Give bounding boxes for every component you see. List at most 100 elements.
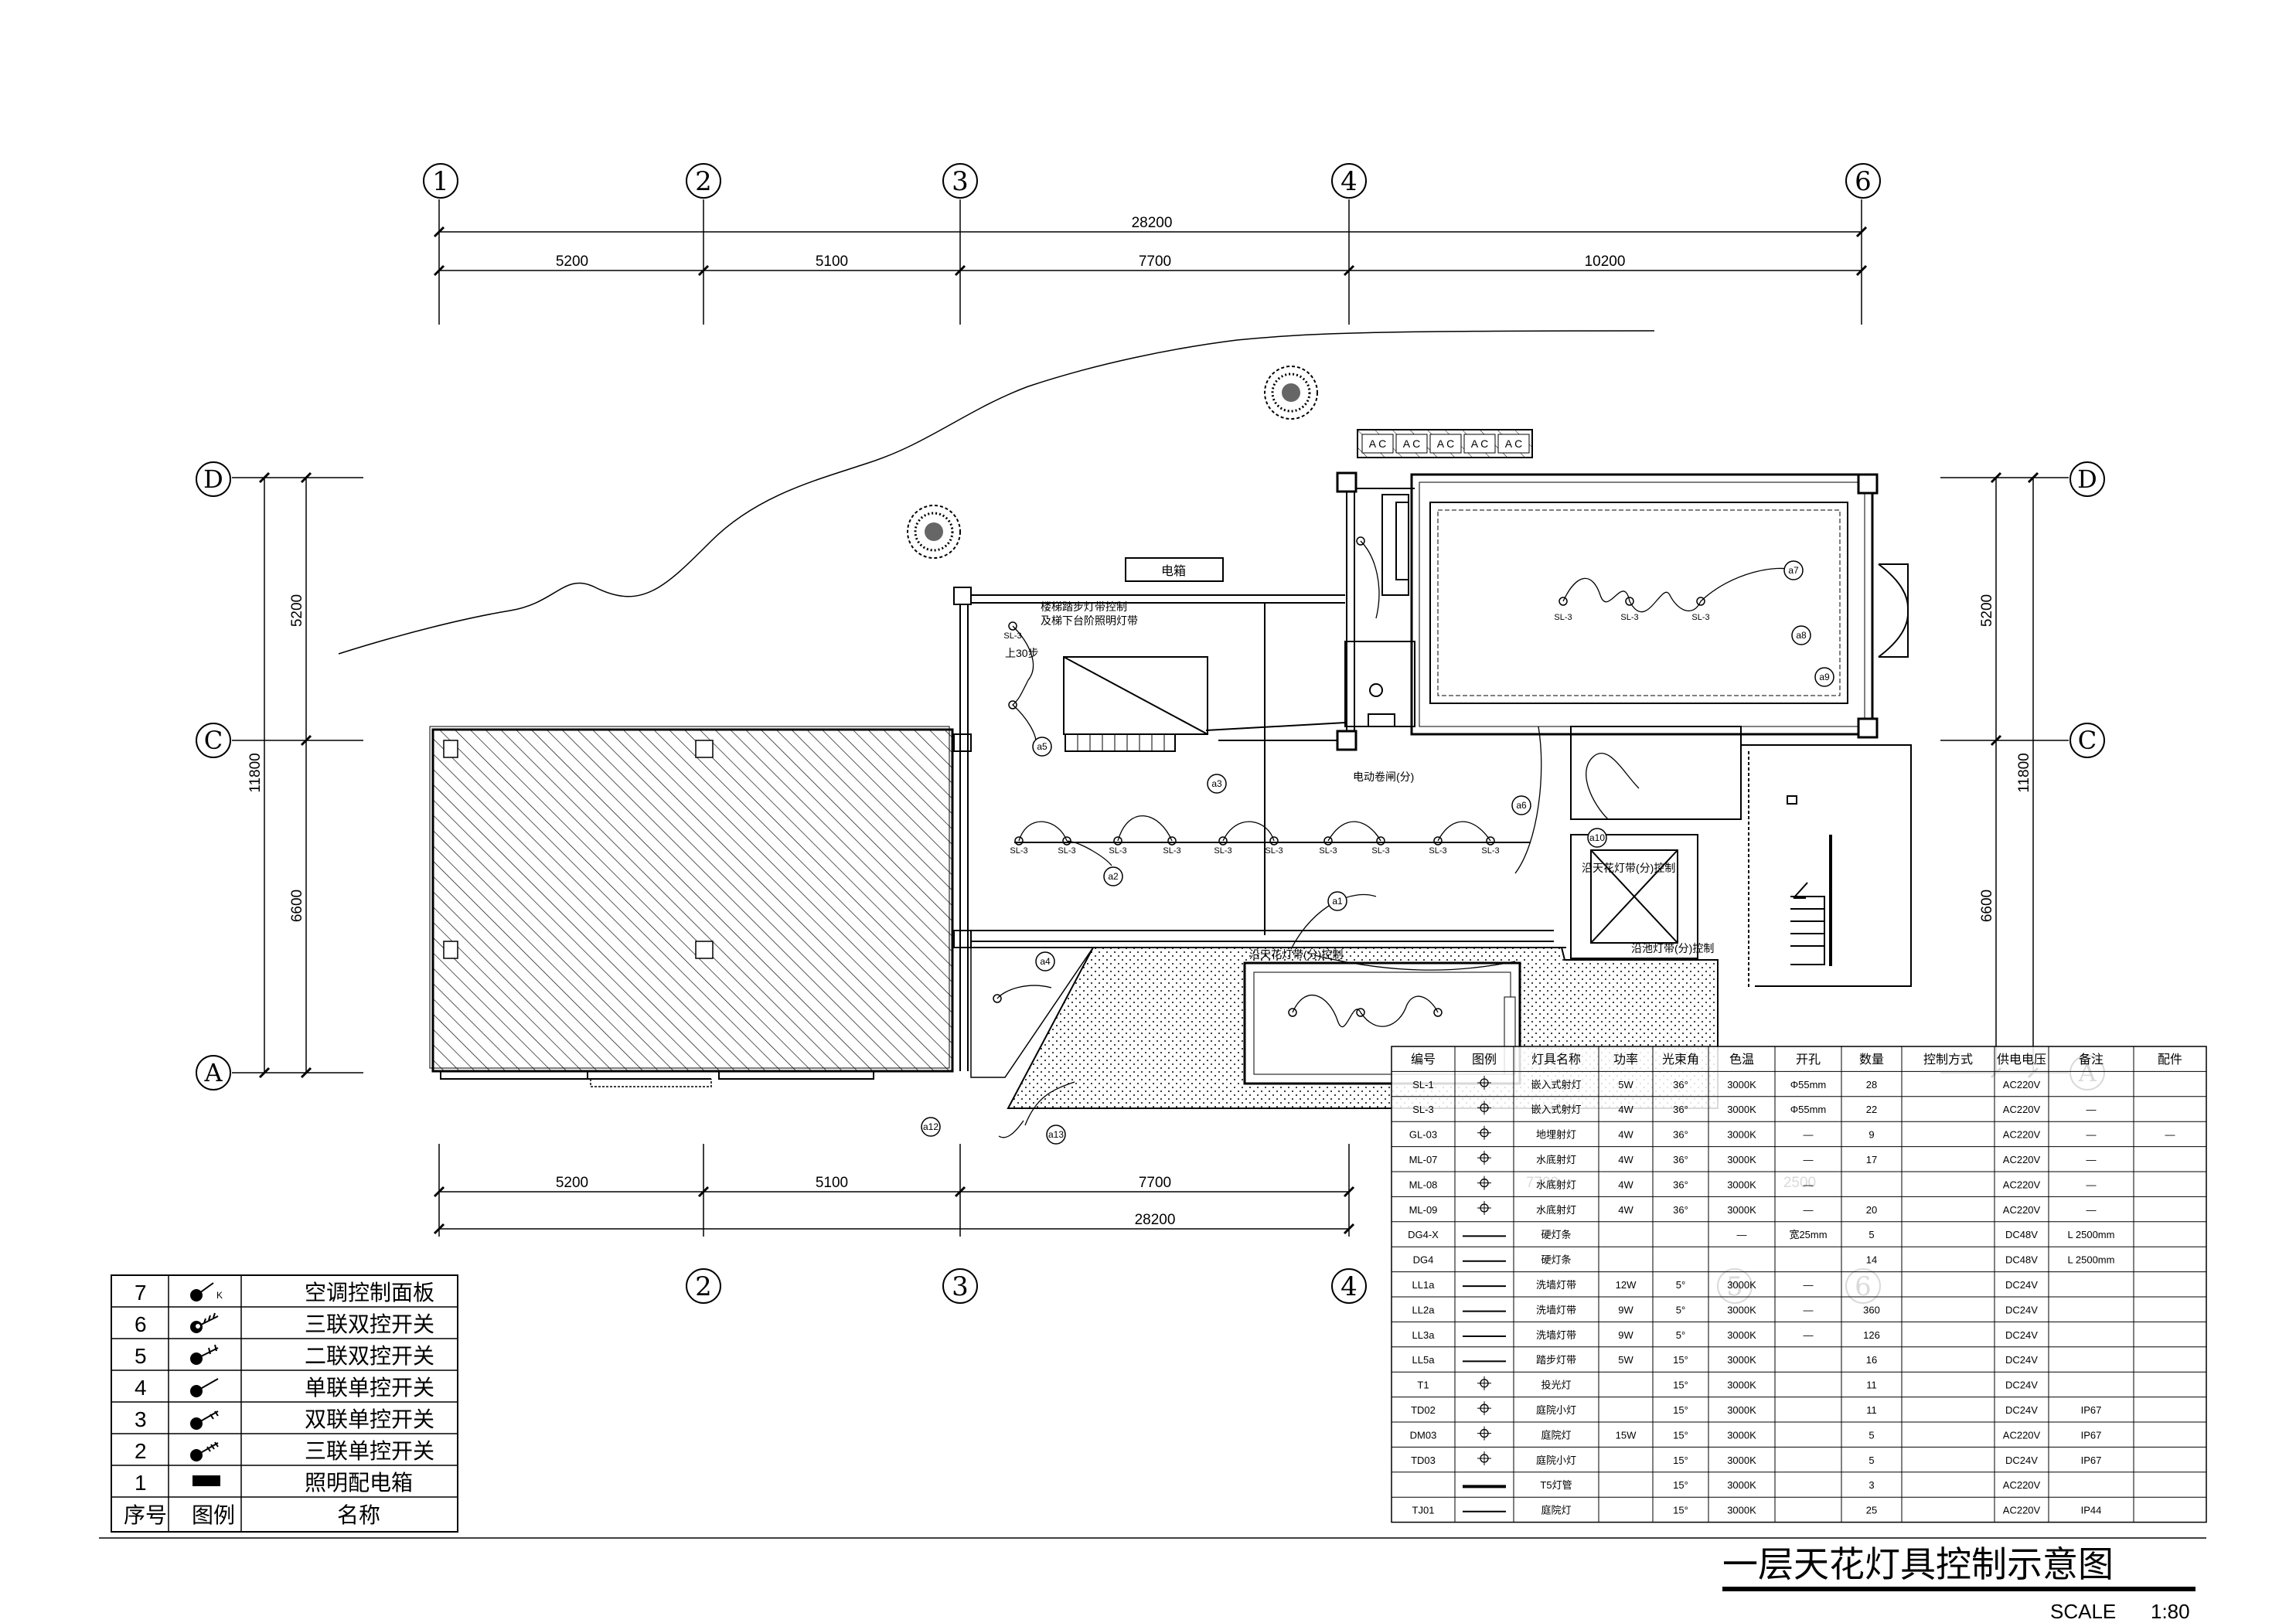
schedule-cell: 硬灯条: [1541, 1254, 1571, 1266]
schedule-cell: LL1a: [1412, 1279, 1436, 1291]
legend-name-2: 三联单控开关: [305, 1439, 434, 1463]
distribution-box-icon: [192, 1475, 220, 1486]
circuit-a2: a2: [1103, 866, 1123, 886]
schedule-cell: SL-1: [1412, 1079, 1433, 1091]
schedule-cell: T5灯管: [1540, 1479, 1572, 1491]
ac-panel-icon: K: [190, 1282, 223, 1301]
schedule-cell: 3000K: [1727, 1455, 1756, 1466]
legend-name-3: 双联单控开关: [305, 1407, 434, 1431]
svg-text:D: D: [2077, 464, 2097, 494]
schedule-cell: L 2500mm: [2068, 1229, 2115, 1240]
grid-bubble-1: 1: [423, 163, 458, 199]
schedule-header-cell: 编号: [1411, 1053, 1436, 1067]
schedule-cell: —: [1804, 1179, 1814, 1190]
svg-text:A C: A C: [1369, 437, 1387, 450]
schedule-header-cell: 光束角: [1662, 1053, 1699, 1067]
svg-text:a5: a5: [1037, 741, 1048, 752]
svg-text:SL-3: SL-3: [1003, 631, 1021, 641]
schedule-cell: 水底射灯: [1536, 1154, 1576, 1165]
fixture-symbol-icon: [1477, 1401, 1491, 1416]
fixture-symbol-icon: [1477, 1426, 1491, 1441]
svg-text:SL-3: SL-3: [1371, 846, 1389, 856]
schedule-cell: 15°: [1673, 1404, 1688, 1416]
schedule-cell: 16: [1866, 1354, 1877, 1366]
schedule-header-cell: 数量: [1859, 1053, 1884, 1067]
svg-text:SL-3: SL-3: [1163, 846, 1180, 856]
schedule-cell: 嵌入式射灯: [1531, 1104, 1581, 1115]
schedule-cell: 11: [1866, 1404, 1877, 1416]
wiring-lines: [996, 540, 1794, 1138]
legend-no-5: 5: [135, 1344, 147, 1368]
double-two-way-switch-icon: [190, 1344, 219, 1365]
schedule-cell: T1: [1417, 1380, 1429, 1391]
grid-bubble-4: 4: [1331, 163, 1367, 199]
schedule-cell: 20: [1866, 1204, 1877, 1216]
legend-name-6: 三联双控开关: [305, 1312, 434, 1336]
schedule-cell: 5: [1868, 1429, 1874, 1441]
svg-text:a1: a1: [1332, 896, 1343, 907]
svg-text:a7: a7: [1788, 565, 1799, 576]
schedule-cell: AC220V: [2003, 1479, 2041, 1491]
schedule-cell: 踏步灯带: [1536, 1354, 1576, 1366]
schedule-cell: —: [2165, 1129, 2175, 1141]
schedule-cell: 4W: [1618, 1204, 1633, 1216]
circuit-a9: a9: [1814, 667, 1834, 687]
schedule-cell: —: [1804, 1329, 1814, 1341]
svg-text:a9: a9: [1819, 672, 1830, 682]
schedule-cell: TJ01: [1412, 1505, 1435, 1516]
circuit-a13: a13: [1046, 1125, 1066, 1145]
circuit-a4: a4: [1035, 951, 1055, 971]
plan-note-3: 电动卷闸(分): [1353, 771, 1414, 783]
grid-bubble-C-left: C: [196, 723, 231, 758]
fixture-symbol-icon: [1477, 1125, 1491, 1140]
schedule-cell: 9: [1868, 1129, 1874, 1141]
svg-text:2: 2: [695, 166, 712, 197]
svg-text:SL-3: SL-3: [1620, 613, 1638, 622]
schedule-cell: AC220V: [2003, 1179, 2041, 1190]
schedule-cell: 36°: [1673, 1104, 1688, 1115]
schedule-cell: 11: [1866, 1380, 1877, 1391]
legend-no-4: 4: [135, 1376, 147, 1400]
schedule-cell: DC24V: [2005, 1404, 2038, 1416]
grid-bubble-4-bottom: 4: [1331, 1268, 1367, 1304]
legend-name-5: 二联双控开关: [305, 1344, 434, 1368]
corridor-band: [971, 930, 1566, 948]
schedule-header-cell: 控制方式: [1923, 1053, 1973, 1067]
svg-text:a12: a12: [923, 1121, 938, 1132]
schedule-cell: 3000K: [1727, 1380, 1756, 1391]
svg-text:A: A: [203, 1058, 223, 1087]
circuit-a12: a12: [921, 1117, 941, 1137]
svg-text:SL-3: SL-3: [1554, 613, 1572, 622]
schedule-cell: 3: [1868, 1479, 1874, 1491]
plan-note-1: 楼梯踏步灯带控制: [1041, 601, 1127, 613]
schedule-cell: SL-3: [1412, 1104, 1433, 1115]
schedule-cell: 洗墙灯带: [1536, 1304, 1576, 1315]
schedule-cell: Φ55mm: [1790, 1104, 1827, 1115]
schedule-cell: —: [1804, 1154, 1814, 1165]
svg-text:a2: a2: [1108, 871, 1119, 882]
triple-two-way-switch-icon: [190, 1312, 219, 1333]
schedule-cell: AC220V: [2003, 1429, 2041, 1441]
schedule-cell: 宽25mm: [1789, 1229, 1827, 1240]
schedule-cell: 36°: [1673, 1129, 1688, 1141]
schedule-cell: ML-09: [1409, 1204, 1438, 1216]
schedule-cell: 3000K: [1727, 1279, 1756, 1291]
schedule-cell: —: [2086, 1179, 2097, 1190]
right-span-2: 6600: [1979, 890, 1995, 922]
svg-text:SL-3: SL-3: [1319, 846, 1337, 856]
schedule-cell: 庭院小灯: [1536, 1404, 1576, 1416]
schedule-cell: 3000K: [1727, 1479, 1756, 1491]
plan-note-5: 沿天花灯带(分)控制: [1249, 948, 1343, 961]
schedule-cell: 3000K: [1727, 1154, 1756, 1165]
svg-text:a13: a13: [1048, 1129, 1064, 1140]
grid-bubble-3-bottom: 3: [942, 1268, 978, 1304]
schedule-header-cell: 备注: [2079, 1053, 2104, 1067]
svg-text:C: C: [204, 726, 223, 755]
schedule-cell: 3000K: [1727, 1304, 1756, 1315]
schedule-cell: TD02: [1411, 1404, 1436, 1416]
schedule-cell: —: [1737, 1229, 1747, 1240]
schedule-cell: 126: [1863, 1329, 1880, 1341]
legend-no-1: 1: [135, 1471, 147, 1495]
circuit-a8: a8: [1791, 625, 1811, 645]
